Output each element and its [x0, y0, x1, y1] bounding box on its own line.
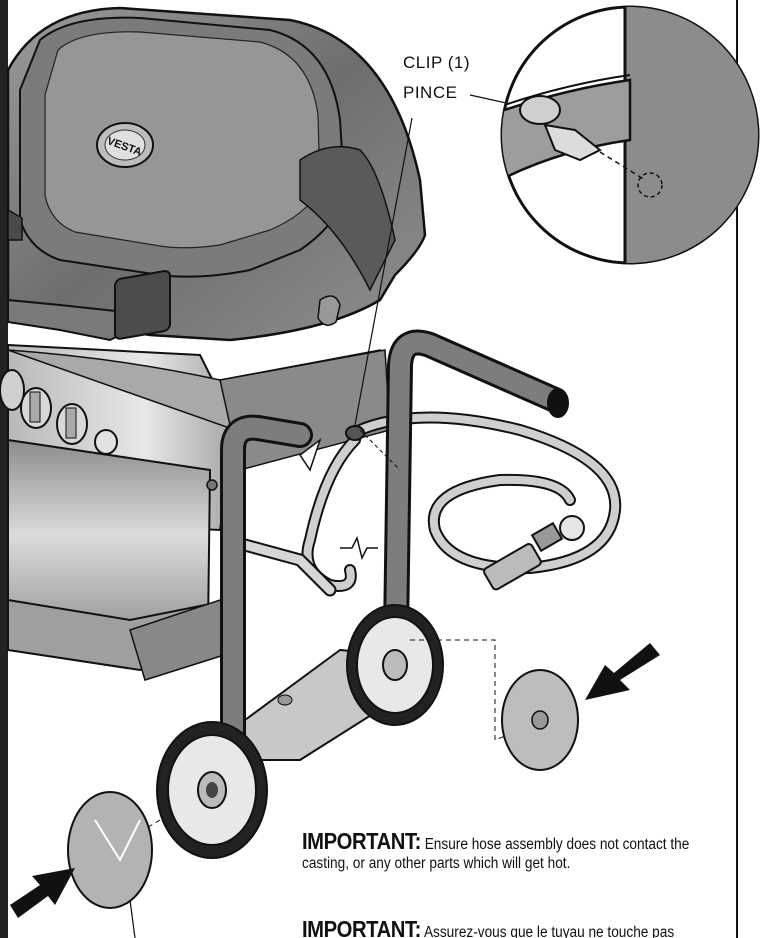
important-text-en: Ensure hose assembly does not contact th…: [302, 836, 690, 872]
important-heading-en: IMPORTANT:: [302, 828, 421, 854]
rear-wheel: [346, 604, 444, 726]
arrow-right-icon: [585, 643, 660, 700]
grill-body: [0, 343, 391, 681]
important-text-fr: Assurez-vous que le tuyau ne touche pas: [423, 924, 675, 938]
important-note-fr: IMPORTANT: Assurez-vous que le tuyau ne …: [302, 920, 716, 938]
gas-hose: [238, 411, 622, 597]
hose-clip: [345, 425, 365, 441]
clip-label-en: CLIP (1): [403, 53, 470, 72]
important-note-en: IMPORTANT: Ensure hose assembly does not…: [302, 830, 716, 873]
important-heading-fr: IMPORTANT:: [302, 920, 421, 938]
detail-callout: [500, 5, 760, 265]
page-left-border: [0, 0, 8, 938]
hubcap-right: [501, 669, 579, 771]
brand-logo: VESTA: [96, 122, 154, 168]
hubcap-left: [67, 791, 153, 909]
clip-label-fr: PINCE: [403, 83, 458, 102]
regulator-fitting: [483, 515, 585, 591]
control-knobs: [0, 369, 118, 455]
arrow-left-icon: [10, 868, 75, 918]
page-right-rule: [736, 0, 738, 938]
grill-lid: VESTA: [6, 6, 427, 342]
front-wheel: [156, 721, 268, 859]
